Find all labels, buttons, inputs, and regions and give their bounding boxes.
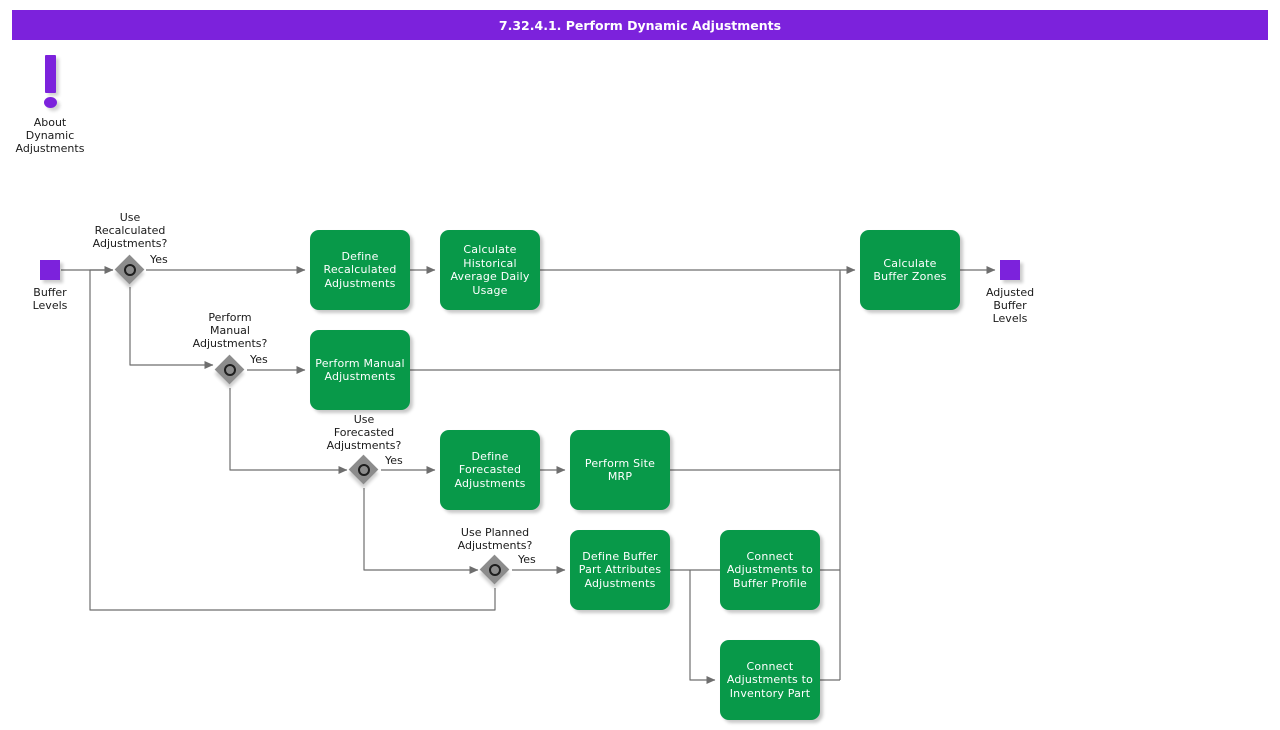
page-title: 7.32.4.1. Perform Dynamic Adjustments xyxy=(498,17,782,33)
task-label: Define Recalculated Adjustments xyxy=(323,249,397,290)
task-label: Calculate Buffer Zones xyxy=(873,256,947,284)
flow-gateway4-no-loopback xyxy=(89,269,496,611)
start-node-buffer-levels[interactable]: Buffer Levels xyxy=(30,260,70,312)
branch-label-perform-manual-yes: Yes xyxy=(250,353,268,366)
page-title-bar: 7.32.4.1. Perform Dynamic Adjustments xyxy=(12,10,1268,40)
gateway-label-use-forecasted: Use Forecasted Adjustments? xyxy=(326,413,402,452)
task-label: Connect Adjustments to Inventory Part xyxy=(726,659,814,700)
gateway-event-ring-icon xyxy=(124,264,136,276)
gateway-use-planned[interactable] xyxy=(479,554,510,585)
task-label: Define Buffer Part Attributes Adjustment… xyxy=(578,549,662,590)
gateway-perform-manual[interactable] xyxy=(214,354,245,385)
annotation-note: About Dynamic Adjustments xyxy=(8,55,92,155)
gateway-event-ring-icon xyxy=(489,564,501,576)
task-define-forecasted-adjustments[interactable]: Define Forecasted Adjustments xyxy=(440,430,540,510)
gateway-label-use-recalculated: Use Recalculated Adjustments? xyxy=(92,211,168,250)
branch-label-use-forecasted-yes: Yes xyxy=(385,454,403,467)
annotation-note-label: About Dynamic Adjustments xyxy=(15,116,85,155)
adjusted-buffer-levels-data-object-icon xyxy=(1000,260,1020,280)
task-perform-manual-adjustments[interactable]: Perform Manual Adjustments xyxy=(310,330,410,410)
flow-bufferpart-to-inventorypart xyxy=(689,570,716,684)
branch-label-use-planned-yes: Yes xyxy=(518,553,536,566)
task-calculate-historical-average-daily-usage[interactable]: Calculate Historical Average Daily Usage xyxy=(440,230,540,310)
adjusted-buffer-levels-label: Adjusted Buffer Levels xyxy=(985,286,1035,325)
task-calculate-buffer-zones[interactable]: Calculate Buffer Zones xyxy=(860,230,960,310)
gateway-event-ring-icon xyxy=(358,464,370,476)
task-connect-adjustments-to-buffer-profile[interactable]: Connect Adjustments to Buffer Profile xyxy=(720,530,820,610)
task-define-recalculated-adjustments[interactable]: Define Recalculated Adjustments xyxy=(310,230,410,310)
task-label: Define Forecasted Adjustments xyxy=(454,449,526,490)
gateway-event-ring-icon xyxy=(224,364,236,376)
task-label: Connect Adjustments to Buffer Profile xyxy=(726,549,814,590)
gateway-label-perform-manual: Perform Manual Adjustments? xyxy=(192,311,268,350)
task-label: Perform Site MRP xyxy=(584,456,656,484)
branch-label-use-recalculated-yes: Yes xyxy=(150,253,168,266)
task-label: Calculate Historical Average Daily Usage xyxy=(450,243,530,297)
task-label: Perform Manual Adjustments xyxy=(315,356,405,384)
task-perform-site-mrp[interactable]: Perform Site MRP xyxy=(570,430,670,510)
task-define-buffer-part-attributes-adjustments[interactable]: Define Buffer Part Attributes Adjustment… xyxy=(570,530,670,610)
buffer-levels-label: Buffer Levels xyxy=(32,286,68,312)
task-connect-adjustments-to-inventory-part[interactable]: Connect Adjustments to Inventory Part xyxy=(720,640,820,720)
gateway-use-forecasted[interactable] xyxy=(348,454,379,485)
gateway-use-recalculated[interactable] xyxy=(114,254,145,285)
exclamation-mark-icon xyxy=(44,55,56,93)
end-node-adjusted-buffer-levels[interactable]: Adjusted Buffer Levels xyxy=(986,260,1034,325)
buffer-levels-data-object-icon xyxy=(40,260,60,280)
gateway-label-use-planned: Use Planned Adjustments? xyxy=(457,526,533,552)
exclamation-dot-icon xyxy=(43,97,57,108)
